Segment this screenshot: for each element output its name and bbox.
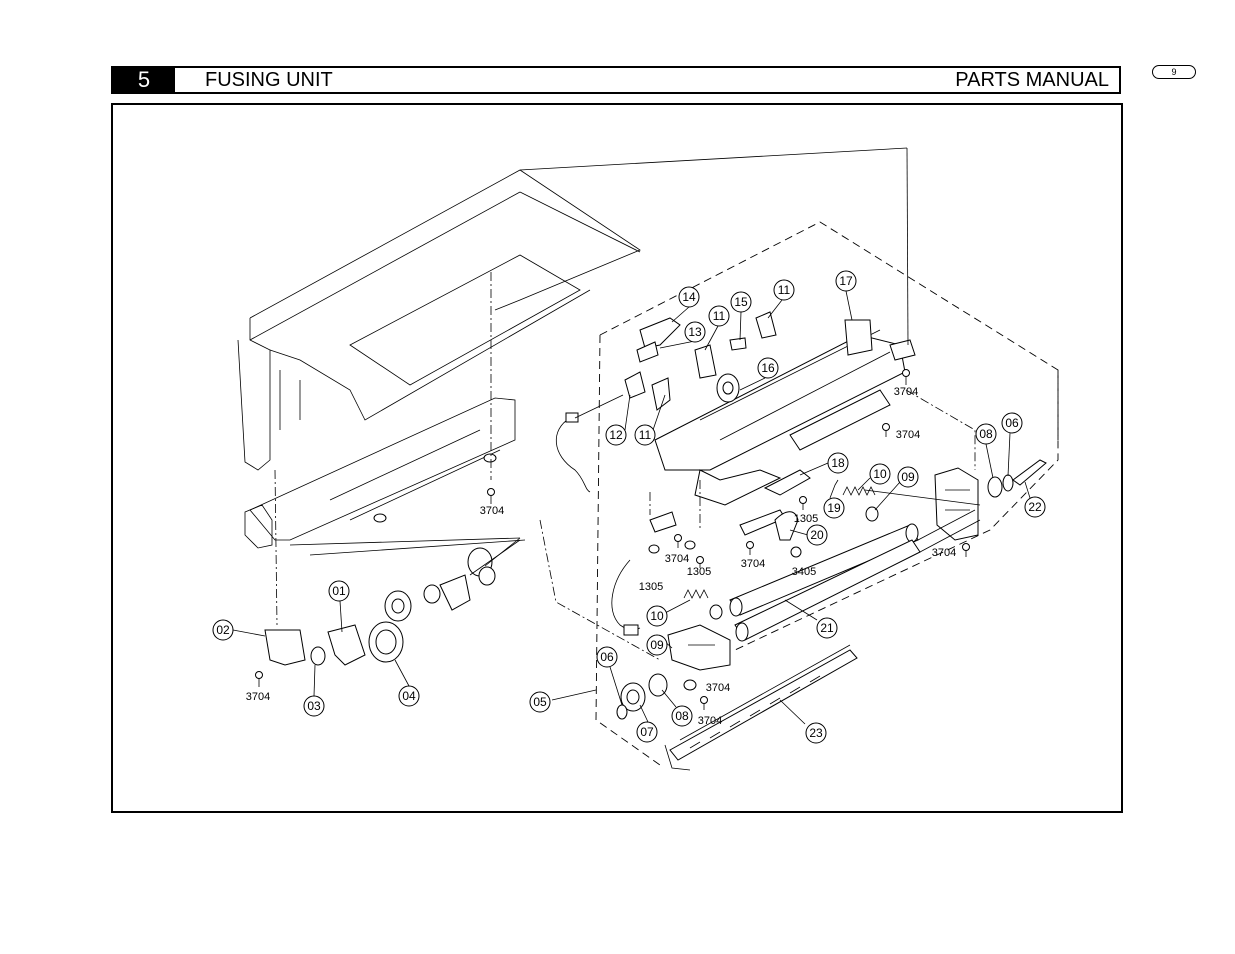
- callout-03: 03: [303, 695, 325, 717]
- part-code: 1305: [687, 566, 711, 578]
- callout-label: 02: [216, 623, 230, 637]
- left-frame-rail: [244, 397, 516, 549]
- fuser-frame: [654, 319, 916, 506]
- callout-label: 06: [600, 650, 614, 664]
- callout-15: 15: [730, 291, 752, 313]
- callout-18: 18: [827, 452, 849, 474]
- leader-lines: [232, 147, 1031, 725]
- callout-label: 20: [810, 528, 824, 542]
- callout-11: 11: [773, 279, 795, 301]
- callout-09: 09: [646, 634, 668, 656]
- fusing-unit-outline: [595, 221, 1059, 766]
- manual-title: PARTS MANUAL: [955, 69, 1109, 91]
- upper-cover-drawing: [237, 169, 641, 471]
- callout-16: 16: [757, 357, 779, 379]
- part-code: 3704: [698, 715, 722, 727]
- section-number: 5: [113, 68, 175, 92]
- lower-bracket: [616, 624, 731, 720]
- section-title: FUSING UNIT: [205, 69, 333, 91]
- screws: [255, 369, 970, 710]
- callout-11: 11: [708, 305, 730, 327]
- code-layer: 3704370437043704130537041305130537043405…: [246, 386, 956, 727]
- callout-label: 15: [734, 295, 748, 309]
- callout-12: 12: [605, 424, 627, 446]
- right-bracket: [934, 459, 1047, 541]
- callout-label: 10: [873, 467, 887, 481]
- callout-label: 18: [831, 456, 845, 470]
- callout-label: 09: [901, 470, 915, 484]
- part-code: 3704: [896, 429, 920, 441]
- exit-guide: [664, 644, 858, 771]
- callout-label: 10: [650, 609, 664, 623]
- callout-17: 17: [835, 270, 857, 292]
- page-number: 9: [1152, 65, 1196, 79]
- callout-label: 01: [332, 584, 346, 598]
- callout-label: 09: [650, 638, 664, 652]
- callout-05: 05: [529, 691, 551, 713]
- fuser-rollers: [729, 509, 981, 642]
- callout-label: 12: [609, 428, 623, 442]
- callout-20: 20: [806, 524, 828, 546]
- part-code: 3405: [792, 566, 816, 578]
- callout-label: 11: [639, 428, 652, 442]
- callout-label: 06: [1005, 416, 1019, 430]
- callout-04: 04: [398, 685, 420, 707]
- callout-08: 08: [671, 705, 693, 727]
- callout-08: 08: [975, 423, 997, 445]
- callout-06: 06: [1001, 412, 1023, 434]
- upper-small-parts: [624, 311, 777, 411]
- part-code: 3704: [706, 682, 730, 694]
- left-drive-gears: [264, 537, 526, 666]
- page-header: 5 FUSING UNIT PARTS MANUAL: [111, 66, 1121, 94]
- callout-13: 13: [684, 321, 706, 343]
- callout-label: 22: [1028, 500, 1042, 514]
- callout-07: 07: [636, 721, 658, 743]
- callout-label: 08: [675, 709, 689, 723]
- callout-10: 10: [646, 605, 668, 627]
- callout-label: 05: [533, 695, 547, 709]
- callout-02: 02: [212, 619, 234, 641]
- callout-10: 10: [869, 463, 891, 485]
- part-code: 1305: [794, 513, 818, 525]
- callout-22: 22: [1024, 496, 1046, 518]
- callout-label: 23: [809, 726, 823, 740]
- callout-06: 06: [596, 646, 618, 668]
- part-code: 3704: [665, 553, 689, 565]
- callout-label: 21: [820, 621, 834, 635]
- springs: [683, 486, 879, 620]
- callout-11: 11: [634, 424, 656, 446]
- callout-layer: 01 02 03 04 05 06 07 08 09 10 11 12 13 14 11 15 11 16 17 18…: [212, 270, 1046, 744]
- callout-label: 03: [307, 699, 321, 713]
- callout-14: 14: [678, 286, 700, 308]
- part-code: 3704: [894, 386, 918, 398]
- callout-label: 08: [979, 427, 993, 441]
- callout-label: 13: [688, 325, 702, 339]
- callout-label: 11: [713, 309, 726, 323]
- callout-01: 01: [328, 580, 350, 602]
- callout-label: 04: [402, 689, 416, 703]
- callout-23: 23: [805, 722, 827, 744]
- part-code: 3704: [246, 691, 270, 703]
- small-brackets: [648, 469, 811, 558]
- callout-21: 21: [816, 617, 838, 639]
- callout-09: 09: [897, 466, 919, 488]
- callout-label: 19: [827, 501, 841, 515]
- callout-19: 19: [823, 497, 845, 519]
- part-code: 1305: [639, 581, 663, 593]
- callout-label: 07: [640, 725, 654, 739]
- diagram-frame: [111, 103, 1123, 813]
- callout-label: 11: [778, 283, 791, 297]
- part-code: 3704: [932, 547, 956, 559]
- callout-label: 16: [761, 361, 775, 375]
- part-code: 3704: [741, 558, 765, 570]
- callout-label: 14: [682, 290, 696, 304]
- callout-label: 17: [839, 274, 853, 288]
- part-code: 3704: [480, 505, 504, 517]
